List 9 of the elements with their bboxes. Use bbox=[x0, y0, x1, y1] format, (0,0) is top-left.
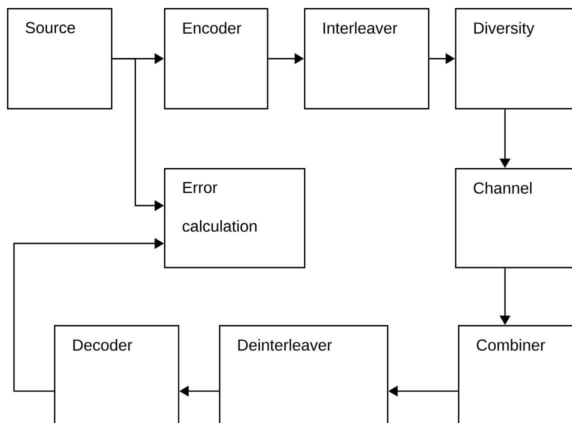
process-box: Source bbox=[7, 8, 112, 110]
process-box: Channel bbox=[455, 168, 572, 268]
process-box: Deinterleaver bbox=[219, 324, 388, 423]
process-box: Diversity bbox=[455, 8, 572, 110]
process-box: Encoder bbox=[164, 8, 268, 110]
process-box: Combiner bbox=[458, 324, 572, 423]
process-box: Error calculation bbox=[164, 168, 306, 268]
process-box: Decoder bbox=[54, 324, 180, 423]
process-box: Interleaver bbox=[304, 8, 430, 110]
